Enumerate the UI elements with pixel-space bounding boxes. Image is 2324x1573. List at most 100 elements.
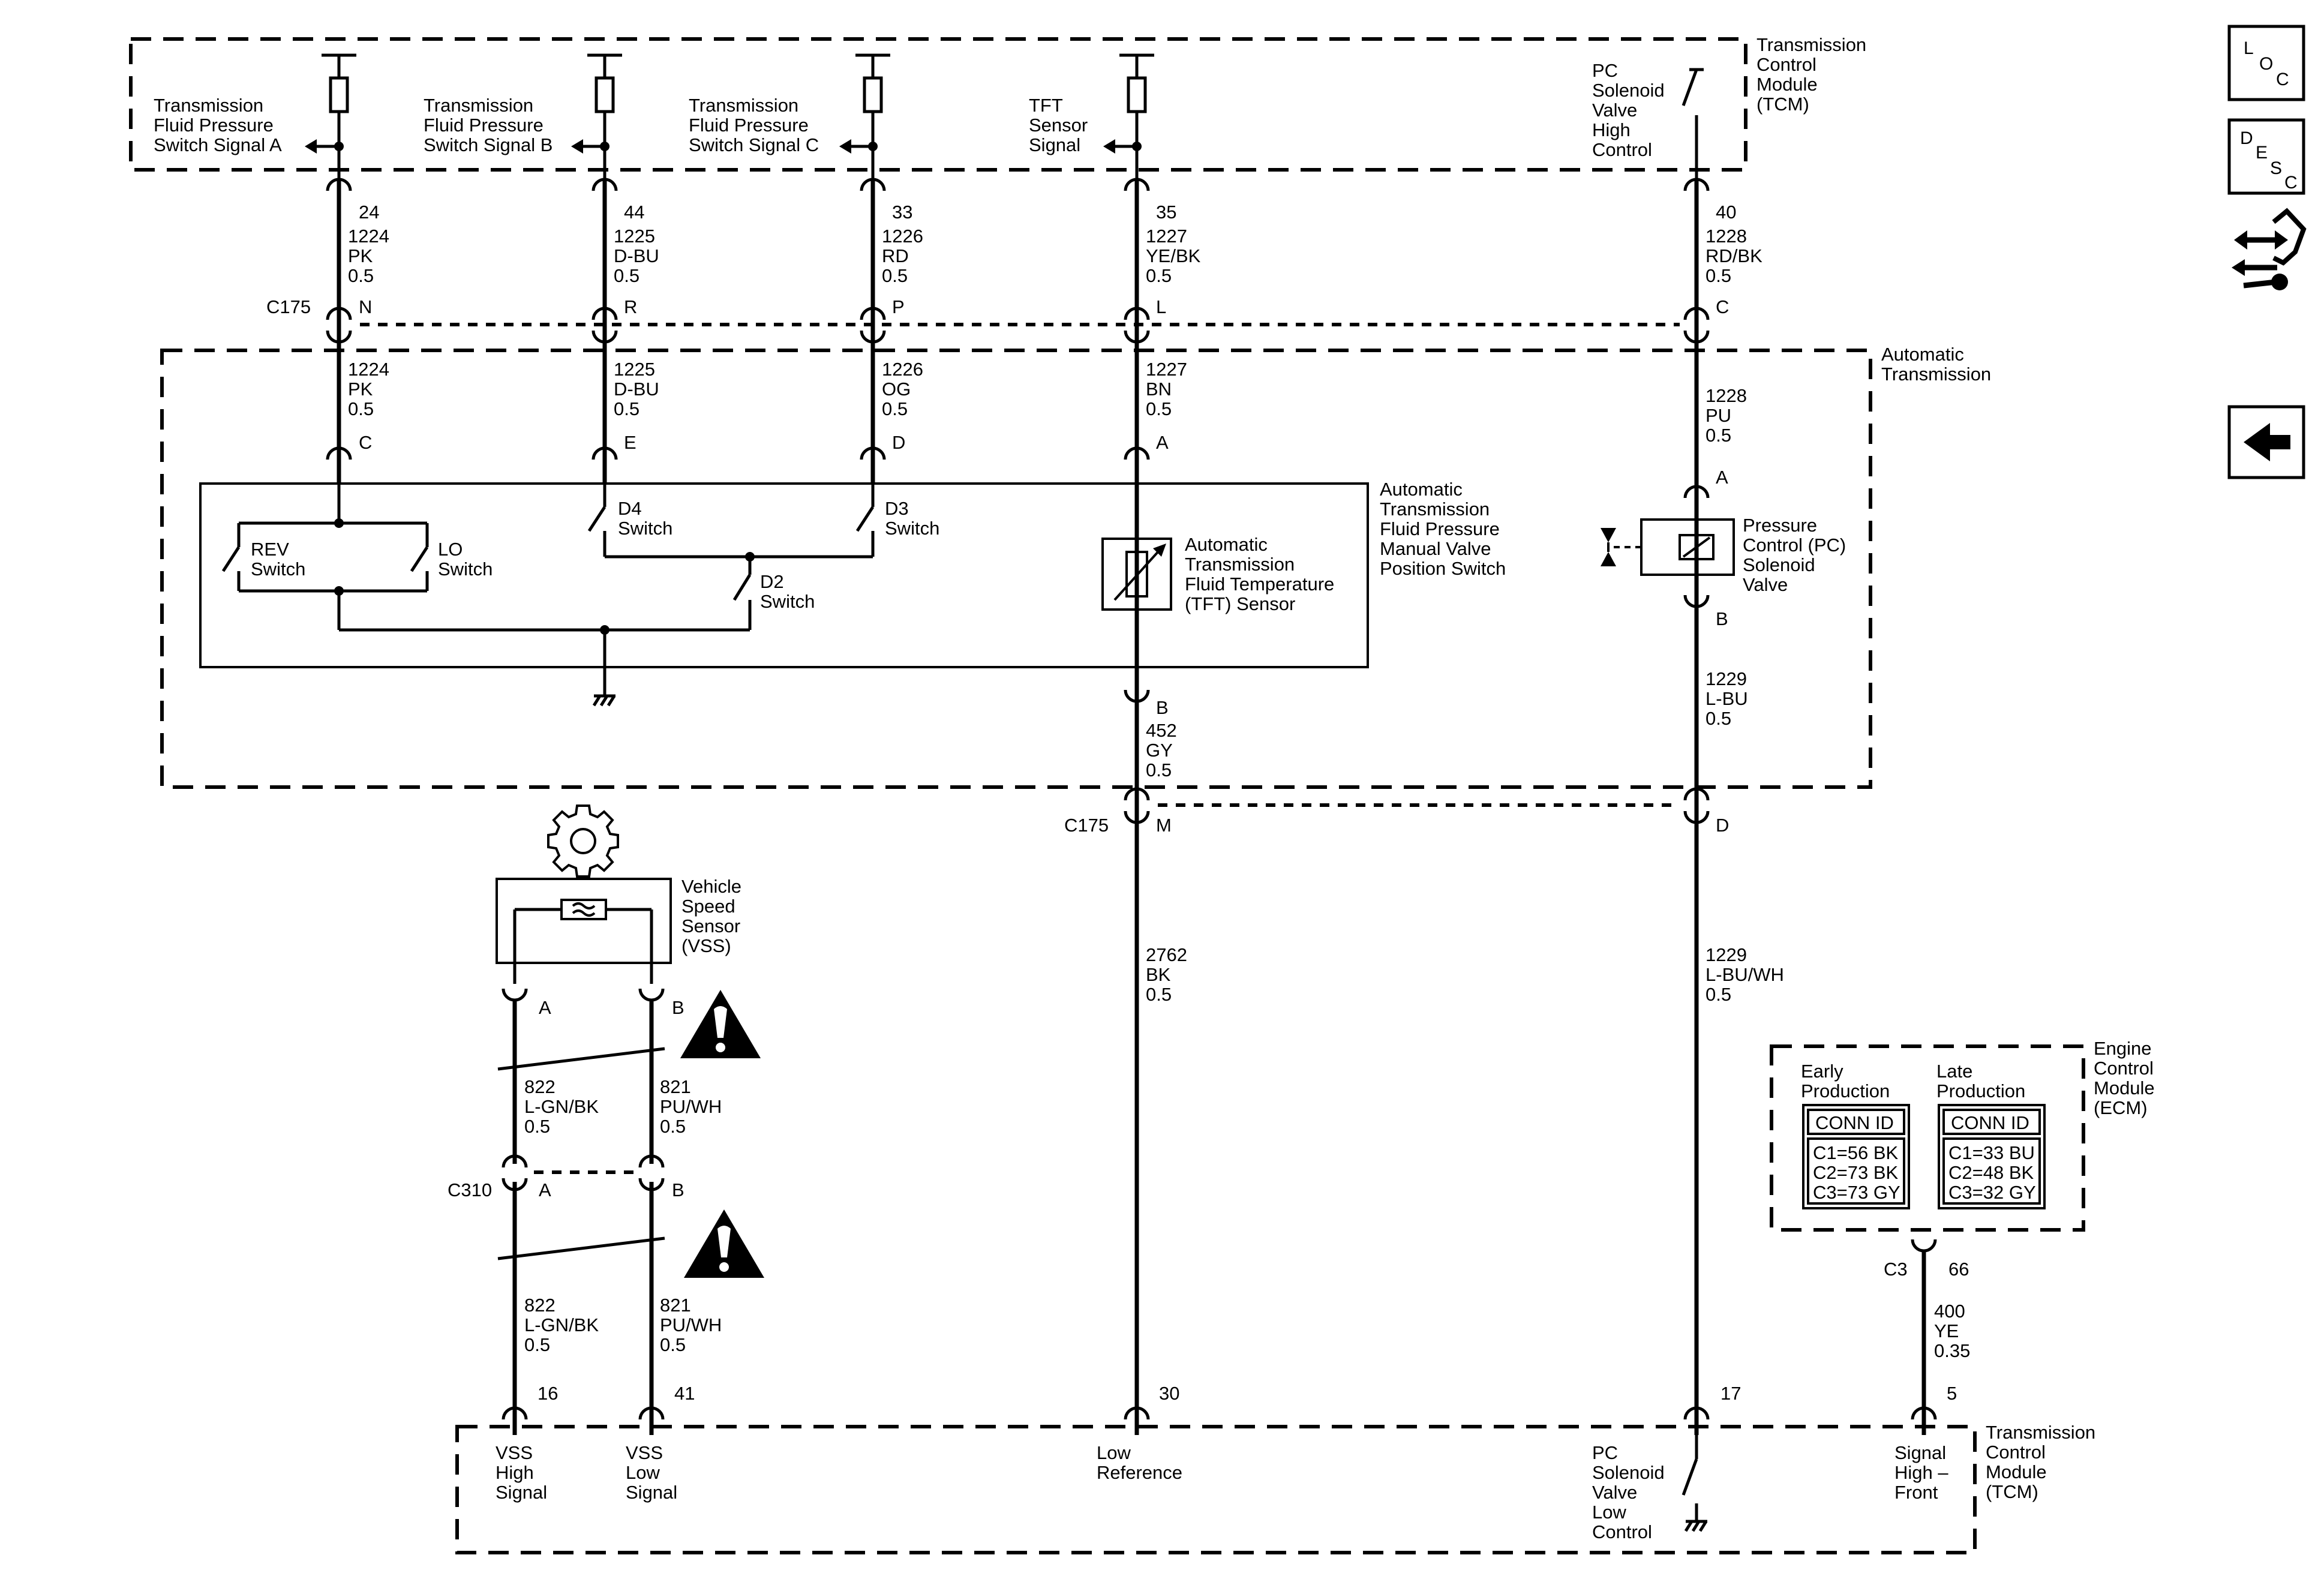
warning-icon — [680, 990, 761, 1058]
ecm-pin-66: 66 — [1948, 1259, 1969, 1280]
svg-text:C: C — [2276, 70, 2289, 89]
arrow-left-icon — [2244, 423, 2290, 461]
pin-44: 44 — [624, 202, 644, 223]
pin-d-switch: D — [892, 432, 905, 453]
c175-pin-p: P — [892, 296, 905, 317]
svg-text:L: L — [2244, 38, 2254, 58]
pin-35: 35 — [1156, 202, 1176, 223]
c175-pin-n: N — [359, 296, 372, 317]
connector-end-view-icon[interactable] — [2232, 208, 2307, 290]
warning-icon — [684, 1209, 764, 1278]
pin-a-tft: A — [1156, 432, 1169, 453]
vss-internal — [513, 899, 653, 984]
ecm-connector-c3: C3 — [1884, 1259, 1908, 1280]
pin-c-switch: C — [359, 432, 372, 453]
pin-40: 40 — [1716, 202, 1736, 223]
vss-box — [496, 878, 672, 964]
svg-text:C: C — [2284, 173, 2298, 193]
early-production-table — [1802, 1104, 1910, 1209]
c175-pin-c: C — [1716, 296, 1729, 317]
loc-button[interactable]: L O C — [2227, 25, 2305, 101]
back-button[interactable] — [2227, 405, 2305, 479]
tcm-pin-30: 30 — [1159, 1383, 1179, 1404]
pc-solenoid-icon — [1601, 518, 1735, 608]
c175-connector-bottom — [1124, 787, 1710, 824]
automatic-transmission-box — [160, 349, 1872, 789]
c175-pin-l: L — [1156, 296, 1166, 317]
pin-e-switch: E — [624, 432, 636, 453]
late-production-table — [1938, 1104, 2046, 1209]
tcm-top-label: Transmission Control Module (TCM) — [1756, 34, 1872, 115]
c175-label-top: C175 — [266, 296, 311, 317]
ecm-output-wire — [1911, 1239, 1937, 1435]
early-conn-id: CONN ID — [1815, 1112, 1894, 1133]
c175-pin-d: D — [1716, 815, 1729, 836]
tcm-top-box — [129, 37, 1747, 172]
tcm-pin-5: 5 — [1947, 1383, 1957, 1404]
tcm-bottom-box — [455, 1425, 1977, 1554]
tft-pin-b-connector — [1124, 689, 1150, 703]
pc-pin-b: B — [1716, 608, 1728, 629]
pin-33: 33 — [892, 202, 912, 223]
desc-button[interactable]: D E S C — [2227, 118, 2305, 195]
c310-pin-b: B — [672, 1179, 684, 1200]
tcm-pin-17: 17 — [1721, 1383, 1741, 1404]
c310-label: C310 — [448, 1179, 492, 1200]
c175-label-bottom: C175 — [1064, 815, 1109, 836]
main-wires — [337, 180, 1699, 1435]
pc-low-control-switch — [1682, 1435, 1708, 1532]
switch-network — [221, 484, 875, 707]
gear-icon — [547, 804, 619, 878]
switch-assembly-box — [199, 482, 1369, 668]
svg-text:D: D — [2240, 128, 2253, 148]
late-conn-id: CONN ID — [1951, 1112, 2029, 1133]
pin-24: 24 — [359, 202, 379, 223]
svg-text:E: E — [2256, 143, 2268, 163]
